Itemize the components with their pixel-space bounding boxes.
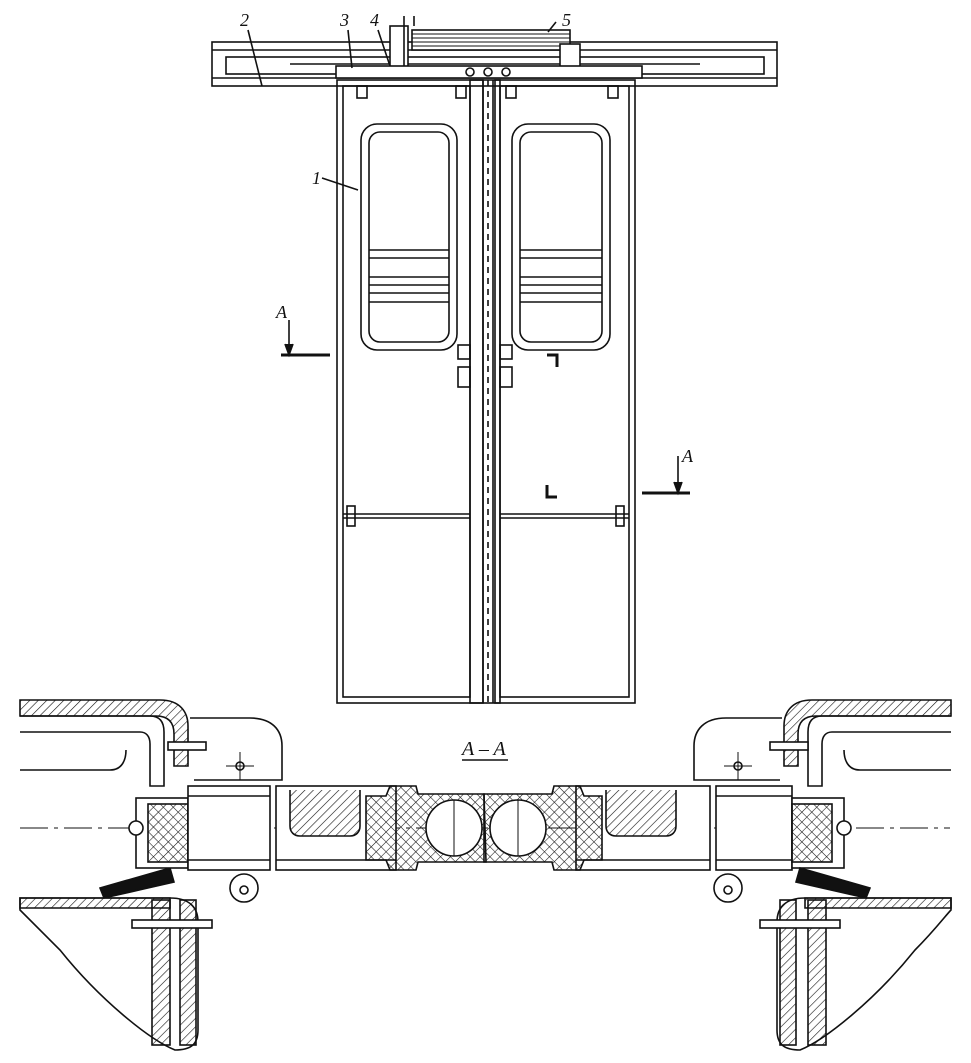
carriage <box>335 65 643 79</box>
centre-seal <box>469 79 501 704</box>
section-marker-left: A <box>275 302 288 322</box>
door-leaf-left <box>336 79 484 704</box>
section-cut-right <box>642 456 690 496</box>
section-cut-left <box>281 320 330 358</box>
drive-cylinder <box>389 16 581 69</box>
section-marker-right: A <box>681 446 694 466</box>
section-title: A – A <box>460 738 506 760</box>
callout-1: 1 <box>312 168 321 188</box>
callout-3: 3 <box>339 10 349 30</box>
door-leaf-right <box>494 79 636 704</box>
callout-2: 2 <box>240 10 249 30</box>
section-view <box>19 699 952 1051</box>
callout-4: 4 <box>370 10 379 30</box>
callout-5: 5 <box>562 10 571 30</box>
